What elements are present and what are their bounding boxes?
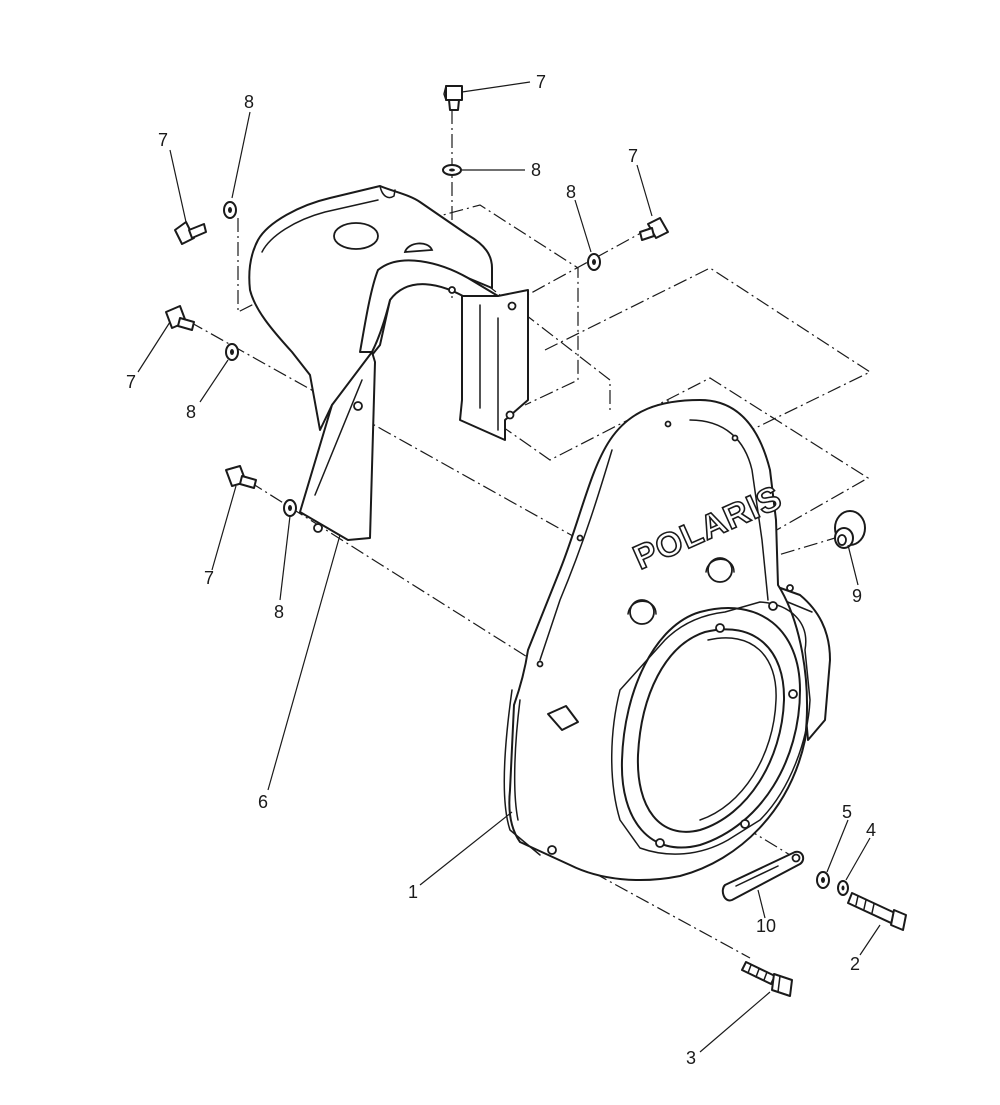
washer-part-8-upper-left — [223, 201, 237, 219]
callout-4: 4 — [866, 820, 876, 840]
bolt-part-7-upper-right — [639, 217, 669, 241]
callout-7: 7 — [628, 146, 638, 166]
bolt-part-7-top — [443, 85, 463, 111]
callout-labels: 7 8 7 8 7 8 7 8 7 8 9 6 1 5 4 10 2 3 — [126, 72, 876, 1068]
bolt-part-7-mid-left — [165, 305, 195, 331]
washer-part-5 — [816, 871, 830, 889]
bolt-part-3 — [741, 961, 793, 997]
callout-7: 7 — [158, 130, 168, 150]
callout-6: 6 — [258, 792, 268, 812]
bolt-part-7-lower-left — [225, 465, 257, 489]
callout-10: 10 — [756, 916, 776, 936]
callout-9: 9 — [852, 586, 862, 606]
callout-3: 3 — [686, 1048, 696, 1068]
bolt-part-2 — [847, 892, 907, 931]
callout-8: 8 — [566, 182, 576, 202]
blower-housing-part-1: POLARIS — [503, 399, 831, 882]
callout-8: 8 — [274, 602, 284, 622]
washer-part-8-mid-left — [225, 343, 239, 361]
callout-5: 5 — [842, 802, 852, 822]
callout-7: 7 — [536, 72, 546, 92]
callout-8: 8 — [244, 92, 254, 112]
washer-part-8-lower-left — [283, 499, 297, 517]
strap-bracket-part-10 — [721, 850, 805, 902]
washer-part-8-upper-right — [587, 253, 601, 271]
lockwasher-part-4 — [837, 880, 849, 896]
upper-shroud-part-6 — [248, 185, 529, 541]
leader-lines — [137, 81, 881, 1053]
callout-1: 1 — [408, 882, 418, 902]
callout-8: 8 — [531, 160, 541, 180]
grommet-part-9 — [834, 510, 866, 549]
callout-7: 7 — [126, 372, 136, 392]
callout-2: 2 — [850, 954, 860, 974]
bolt-part-7-upper-left — [174, 221, 207, 245]
callout-8: 8 — [186, 402, 196, 422]
callout-7: 7 — [204, 568, 214, 588]
washer-part-8-top — [442, 164, 462, 176]
